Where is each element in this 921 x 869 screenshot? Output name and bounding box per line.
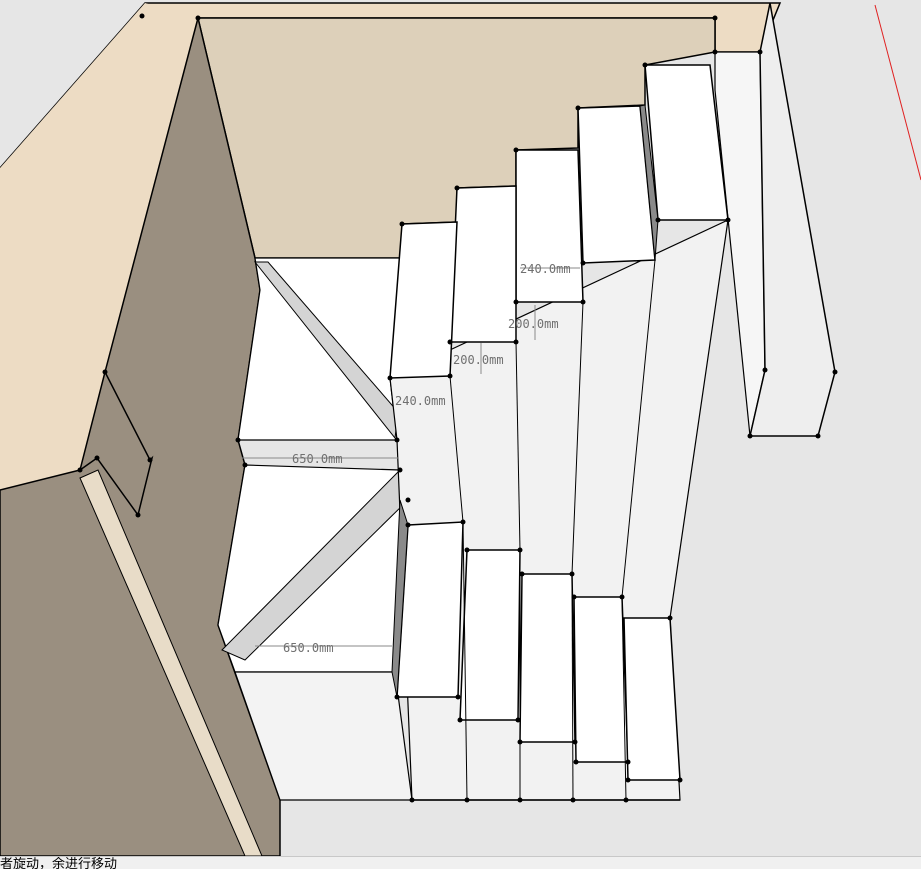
step-divider <box>621 259 656 598</box>
status-bar: 者旋动，余进行移动 <box>0 856 921 869</box>
red-axis-line <box>874 4 921 181</box>
step-divider <box>515 341 521 551</box>
upper-step-4 <box>515 149 584 303</box>
dimension-riser-mid: 200.0mm <box>453 353 504 367</box>
lower-step-5 <box>623 617 681 781</box>
dimension-tread-lower: 240.0mm <box>395 394 446 408</box>
step-divider <box>571 301 584 575</box>
lower-step-4 <box>573 596 629 763</box>
step-divider <box>449 375 464 523</box>
lower-step-3 <box>519 573 576 743</box>
status-text: 者旋动，余进行移动 <box>0 857 118 869</box>
dimension-width-upper: 650.0mm <box>292 452 343 466</box>
left-wall-face <box>0 3 198 490</box>
lower-step-2 <box>459 549 521 721</box>
step-divider <box>571 573 574 801</box>
dimension-width-lower: 650.0mm <box>283 641 334 655</box>
upper-step-2 <box>389 221 458 379</box>
dimension-tread-upper: 240.0mm <box>520 262 571 276</box>
wall-profile-line <box>79 371 154 517</box>
step-divider <box>621 596 627 801</box>
dimension-riser-upper: 200.0mm <box>508 317 559 331</box>
vertex-points <box>77 13 838 803</box>
step-divider <box>462 521 468 801</box>
upper-step-3 <box>449 185 517 343</box>
